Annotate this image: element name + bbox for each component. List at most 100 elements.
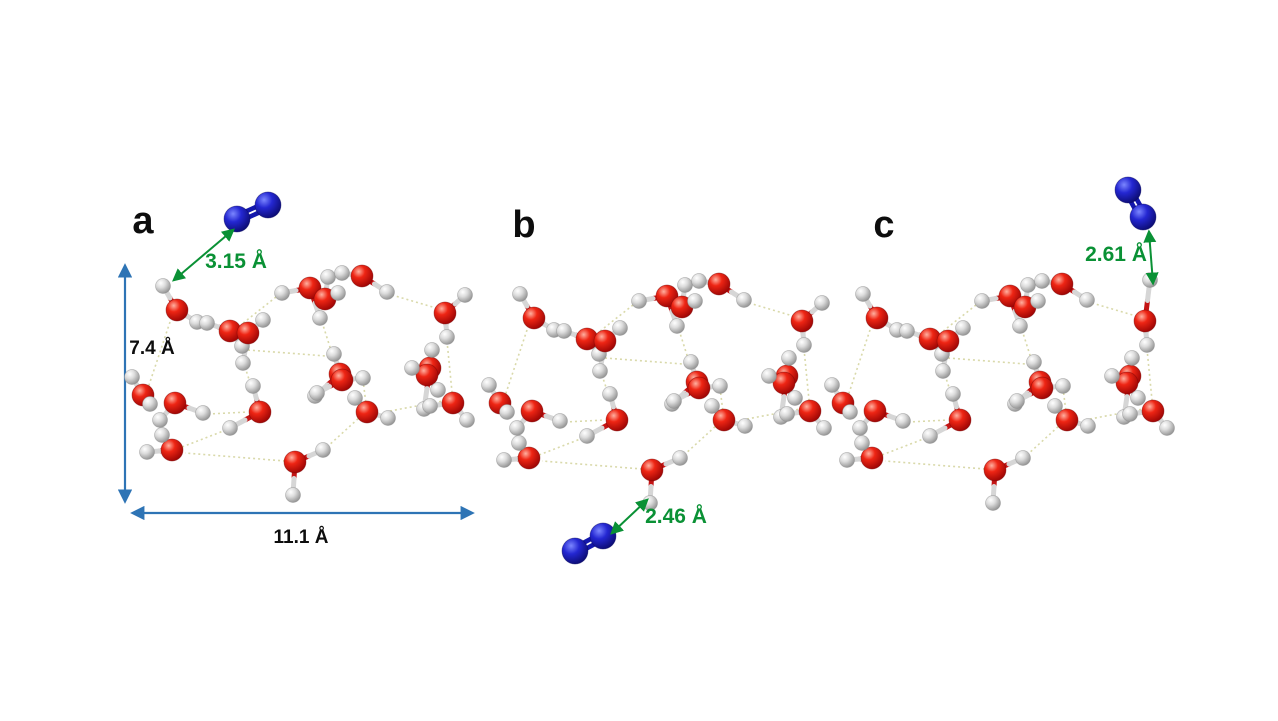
hydrogen-atom [1122,406,1138,422]
hydrogen-atom [330,285,346,301]
nitrogen-atom [1114,176,1142,204]
panel-label-b: b [512,204,535,246]
hydrogen-atom [155,278,171,294]
hydrogen-atom [1080,418,1096,434]
oxygen-atom [640,458,664,482]
oxygen-atom [415,363,439,387]
oxygen-atom [163,391,187,415]
hydrogen-atom [839,452,855,468]
hydrogen-bond [326,416,361,448]
hydrogen-atom [556,323,572,339]
hydrogen-atom [457,287,473,303]
hydrogen-bond [604,357,684,365]
hydrogen-atom [781,350,797,366]
hydrogen-bond [1026,424,1061,456]
oxygen-atom [350,264,374,288]
hydrogen-atom [955,320,971,336]
hydrogen-atom [1026,354,1042,370]
oxygen-atom [687,376,711,400]
hydrogen-atom [124,369,140,385]
distance-label: 2.61 Å [1085,242,1147,266]
hydrogen-atom [509,420,525,436]
hydrogen-atom [816,420,832,436]
hydrogen-atom [1130,390,1146,406]
hydrogen-bond [907,419,949,423]
hydrogen-atom [154,427,170,443]
hydrogen-atom [496,452,512,468]
oxygen-atom [160,438,184,462]
nitrogen-atom [223,205,251,233]
hydrogen-atom [704,398,720,414]
hydrogen-atom [430,382,446,398]
hydrogen-bond [564,419,606,423]
hydrogen-atom [592,363,608,379]
hydrogen-bond [1089,408,1144,420]
hydrogen-atom [1020,277,1036,293]
hydrogen-atom [1142,272,1158,288]
hydrogen-atom [235,355,251,371]
hydrogen-atom [945,386,961,402]
oxygen-atom [772,371,796,395]
hydrogen-bond [803,348,810,401]
oxygen-atom [433,301,457,325]
hydrogen-atom [974,293,990,309]
hydrogen-atom [1159,420,1175,436]
hydrogen-atom [312,310,328,326]
hydrogen-atom [199,315,215,331]
oxygen-atom [1133,309,1157,333]
nitrogen-atom [561,537,589,565]
oxygen-atom [948,408,972,432]
oxygen-atom [248,400,272,424]
hydrogen-atom [736,292,752,308]
panel-b: 2.46 Åb [481,204,832,565]
hydrogen-atom [842,404,858,420]
hydrogen-atom [315,442,331,458]
hydrogen-atom [511,435,527,451]
hydrogen-atom [666,393,682,409]
hydrogen-atom [612,320,628,336]
hydrogen-atom [1055,378,1071,394]
hydrogen-atom [439,329,455,345]
hydrogen-bond [241,296,277,325]
oxygen-atom [712,408,736,432]
hydrogen-atom [579,428,595,444]
oxygen-atom [517,446,541,470]
hydrogen-bond [598,304,634,333]
oxygen-atom [283,450,307,474]
hydrogen-bond [538,437,584,456]
hydrogen-bond [1091,302,1137,317]
oxygen-atom [522,306,546,330]
oxygen-atom [798,399,822,423]
hydrogen-atom [347,390,363,406]
oxygen-atom [790,309,814,333]
oxygen-atom [863,399,887,423]
oxygen-atom [983,458,1007,482]
hydrogen-atom [796,337,812,353]
n2-molecule [223,191,282,233]
hydrogen-atom [320,269,336,285]
hydrogen-atom [380,410,396,426]
hydrogen-atom [712,378,728,394]
hydrogen-atom [334,265,350,281]
hydrogen-bond [244,366,258,405]
hydrogen-atom [1009,393,1025,409]
oxygen-atom [936,329,960,353]
hydrogen-atom [1079,292,1095,308]
hydrogen-atom [855,286,871,302]
oxygen-atom [236,321,260,345]
hydrogen-atom [935,363,951,379]
panel-c: 2.61 Åc [824,176,1175,511]
hydrogen-atom [1034,273,1050,289]
hydrogen-atom [309,385,325,401]
hydrogen-bond [881,437,927,456]
hydrogen-bond [541,460,643,470]
n2-molecule [1114,176,1157,231]
hydrogen-bond [847,329,871,397]
hydrogen-bond [391,294,437,309]
hydrogen-bond [748,302,794,317]
hydrogen-atom [274,285,290,301]
hydrogen-bond [719,387,724,413]
height-dimension-label: 7.4 Å [129,338,175,359]
hydrogen-atom [669,318,685,334]
oxygen-atom [707,272,731,296]
